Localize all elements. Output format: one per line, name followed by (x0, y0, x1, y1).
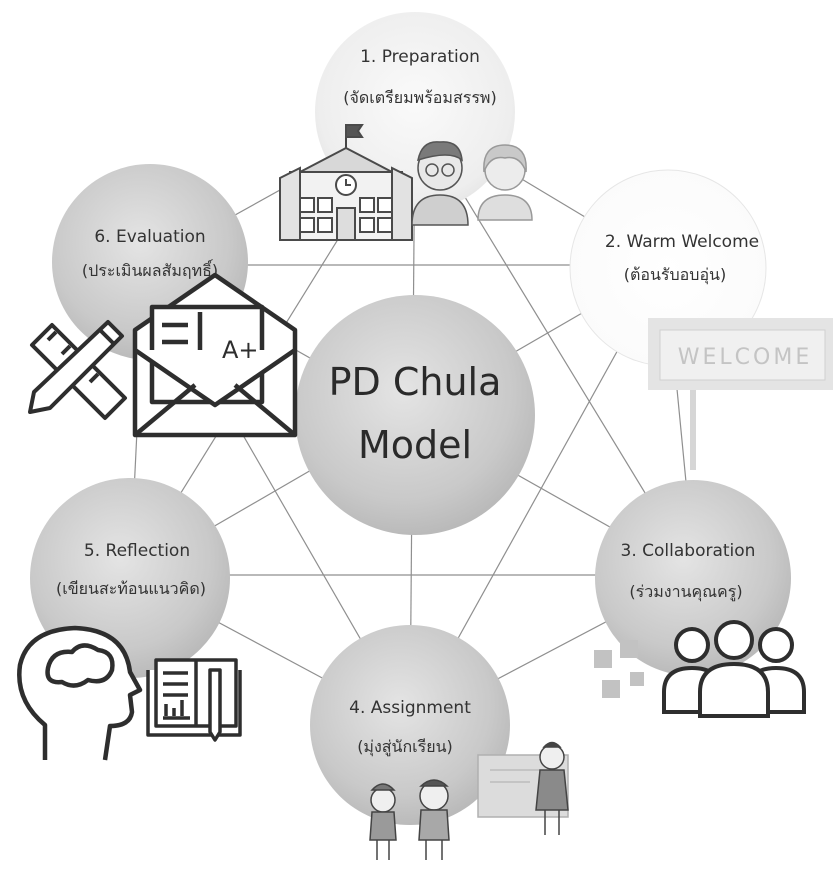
node-subtitle-preparation: (จัดเตรียมพร้อมสรรพ) (343, 88, 496, 107)
ruler-pencil-icon (28, 320, 127, 420)
node-subtitle-warm-welcome: (ต้อนรับอบอุ่น) (624, 265, 726, 285)
node-title-reflection: 5. Reflection (84, 541, 190, 561)
chalkboard-teacher-icon (477, 741, 569, 835)
node-circle-assignment (310, 625, 510, 825)
teacher-man-icon (411, 141, 469, 226)
node-title-warm-welcome: 2. Warm Welcome (605, 232, 759, 252)
welcome-sign-text: WELCOME (678, 345, 812, 370)
students-icon (369, 779, 450, 860)
node-title-collaboration: 3. Collaboration (621, 541, 756, 561)
grade-text: A+ (222, 336, 259, 364)
teacher-woman-icon (477, 144, 533, 221)
node-subtitle-reflection: (เขียนสะท้อนแนวคิด) (56, 579, 206, 598)
center-circle (295, 295, 535, 535)
head-brain-icon (17, 625, 143, 761)
node-subtitle-collaboration: (ร่วมงานคุณครู) (629, 582, 742, 602)
node-title-evaluation: 6. Evaluation (94, 227, 205, 247)
node-title-assignment: 4. Assignment (349, 698, 471, 718)
envelope-grade-icon (132, 272, 298, 438)
school-building-icon (279, 124, 413, 241)
node-subtitle-evaluation: (ประเมินผลสัมฤทธิ์) (82, 259, 218, 280)
notebook-icon (146, 658, 242, 742)
people-group-icon (662, 620, 806, 718)
node-title-preparation: 1. Preparation (360, 47, 480, 67)
puzzle-icon (594, 640, 644, 698)
welcome-sign-icon: WELCOME (648, 318, 833, 470)
center-title-line1: PD Chula (329, 360, 502, 404)
node-subtitle-assignment: (มุ่งสู่นักเรียน) (357, 737, 453, 757)
center-title-line2: Model (358, 423, 472, 467)
